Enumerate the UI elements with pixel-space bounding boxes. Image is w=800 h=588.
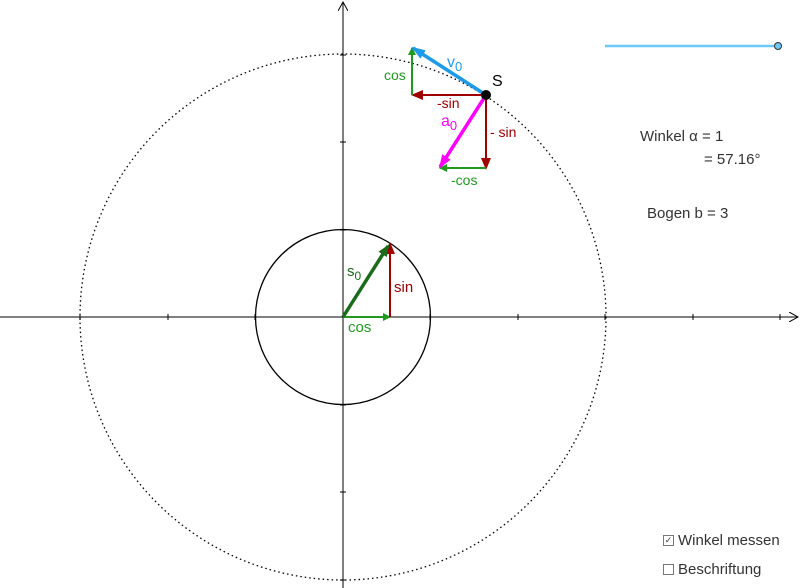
angle-slider-handle[interactable] xyxy=(774,42,782,50)
point-s[interactable] xyxy=(481,90,491,100)
checkbox-checked-icon[interactable]: ✓ xyxy=(663,535,674,546)
checkbox-winkel-messen[interactable]: ✓ Winkel messen xyxy=(663,532,780,549)
angle-degrees-text: = 57.16° xyxy=(704,151,760,168)
checkbox-unchecked-icon[interactable] xyxy=(663,564,674,575)
point-s-label: S xyxy=(492,73,503,90)
checkbox-label: Beschriftung xyxy=(678,561,762,578)
s0-label: s0 xyxy=(347,263,362,283)
cos-label-small: cos xyxy=(348,319,371,336)
neg-sin-label-vertical: - sin xyxy=(490,124,516,140)
a0-vector xyxy=(438,94,488,169)
v0-label: v0 xyxy=(447,54,462,74)
a0-label: a0 xyxy=(441,113,457,133)
checkbox-label: Winkel messen xyxy=(678,532,780,549)
arc-text: Bogen b = 3 xyxy=(647,205,728,222)
neg-sin-label-horizontal: -sin xyxy=(437,95,460,111)
unit-circle xyxy=(254,228,432,406)
orbit-circle xyxy=(79,53,607,581)
angle-text: Winkel α = 1 xyxy=(640,128,723,145)
cos-label-top: cos xyxy=(384,67,406,83)
checkbox-beschriftung[interactable]: Beschriftung xyxy=(663,561,761,578)
v0-vector xyxy=(411,46,487,97)
neg-cos-label: -cos xyxy=(451,172,477,188)
s0-vector xyxy=(341,244,390,318)
sin-label-small: sin xyxy=(394,279,413,296)
